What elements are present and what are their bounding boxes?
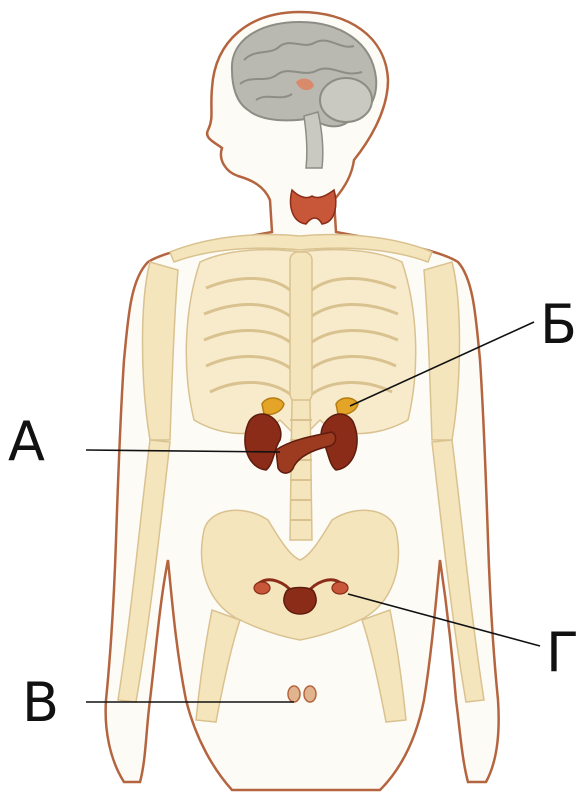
label-a: А (8, 415, 45, 469)
label-b: Б (540, 298, 577, 352)
left-testis (288, 686, 300, 702)
left-ovary (254, 582, 270, 594)
sternum (290, 252, 312, 402)
cerebellum (320, 78, 372, 122)
label-v: В (22, 676, 59, 730)
uterus (284, 588, 316, 615)
brainstem (304, 112, 323, 168)
right-ovary (332, 582, 348, 594)
label-g: Г (546, 626, 579, 680)
right-testis (304, 686, 316, 702)
